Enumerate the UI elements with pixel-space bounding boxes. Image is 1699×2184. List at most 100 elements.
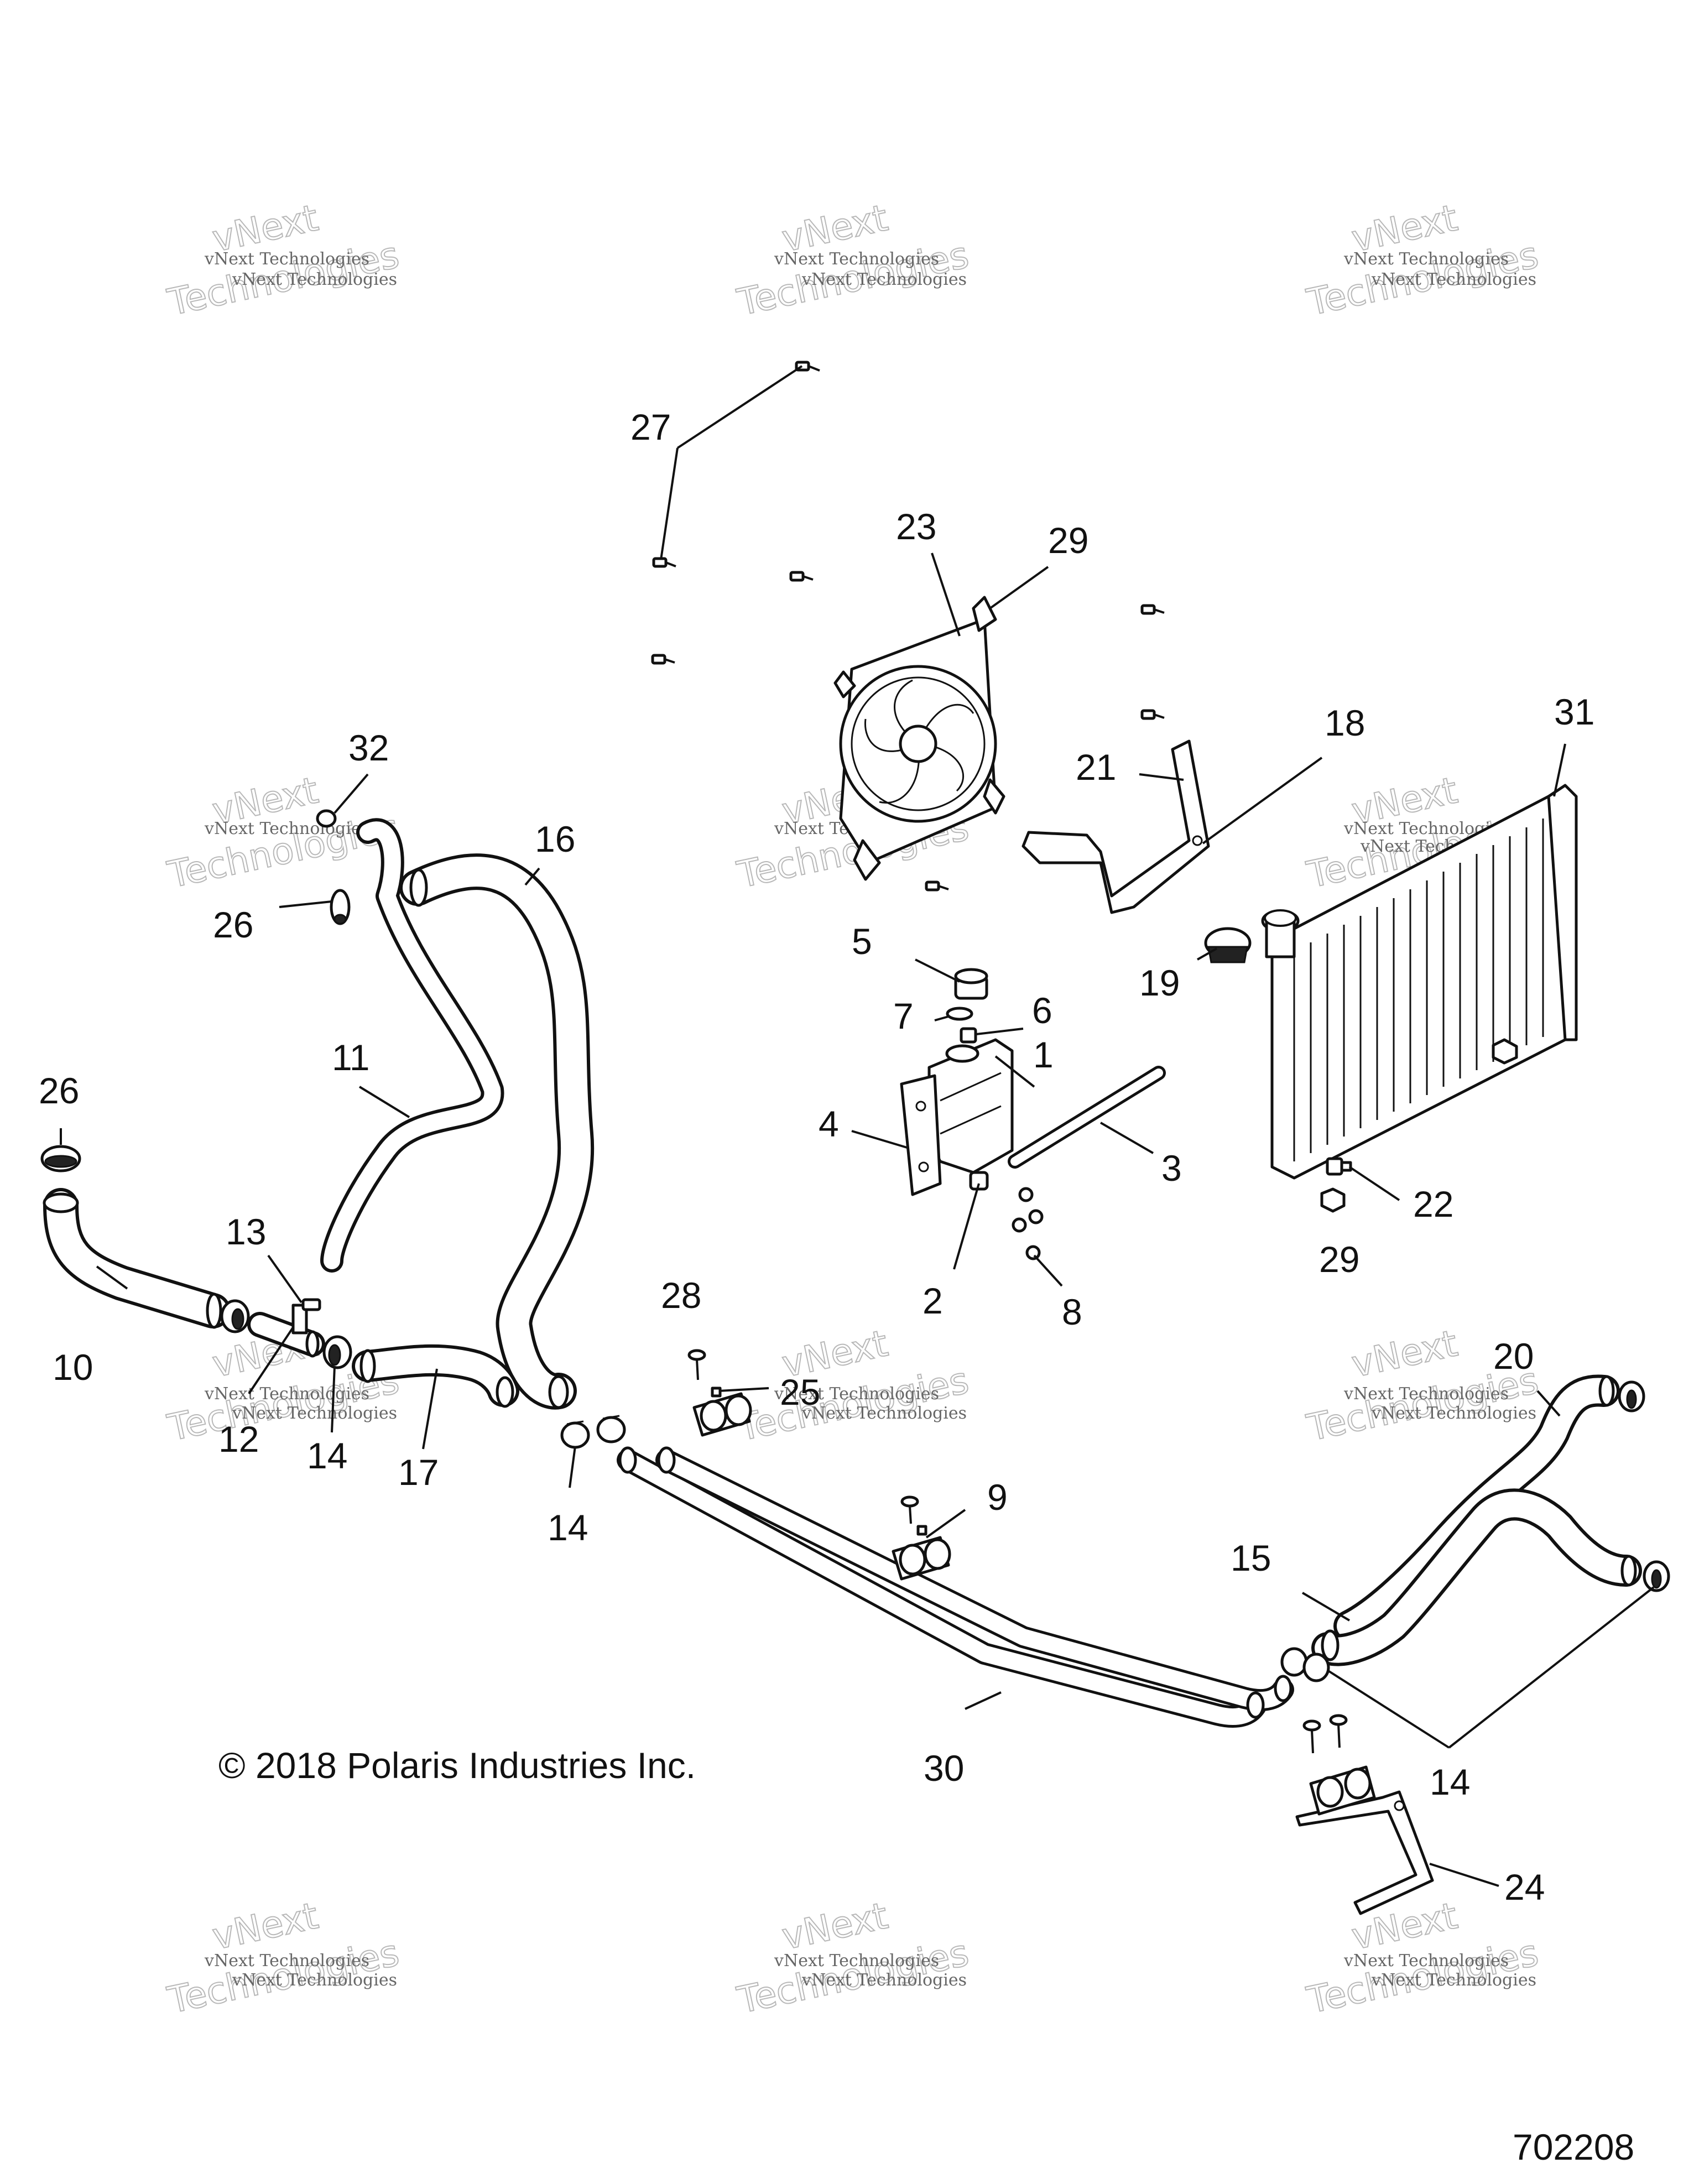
callout-21: 21: [1076, 747, 1116, 788]
callout-19: 19: [1139, 962, 1180, 1003]
callout-27: 27: [630, 406, 671, 447]
callout-14a: 14: [307, 1435, 347, 1476]
callout-6: 6: [1032, 990, 1052, 1031]
push-rivet: [1302, 1714, 1348, 1754]
callout-5: 5: [852, 921, 872, 962]
callout-10: 10: [53, 1347, 93, 1388]
callout-29b: 29: [1319, 1239, 1359, 1280]
svg-text:vNext Technologies: vNext Technologies: [204, 819, 369, 838]
watermark-11: Technologies vNext vNext Technologies vN…: [733, 1894, 973, 2023]
callout-30: 30: [924, 1748, 964, 1789]
svg-text:vNext Technologies: vNext Technologies: [1343, 1384, 1509, 1404]
tube-clip: [692, 1392, 752, 1437]
watermark-3: Technologies vNext vNext Technologies vN…: [1302, 196, 1542, 325]
svg-text:vNext Technologies: vNext Technologies: [774, 1384, 939, 1404]
bolt: [1140, 604, 1165, 615]
hose-small: [320, 818, 504, 1273]
callout-29a: 29: [1048, 520, 1088, 561]
watermark-10: Technologies vNext vNext Technologies vN…: [163, 1894, 403, 2023]
overflow-hose: [1008, 1066, 1166, 1169]
callout-15: 15: [1231, 1537, 1271, 1578]
callout-14c: 14: [1430, 1761, 1470, 1802]
callout-9: 9: [987, 1477, 1008, 1518]
coolant-tubes: [617, 1446, 1294, 1728]
svg-text:vNext Technologies: vNext Technologies: [801, 270, 967, 289]
push-rivet: [687, 1349, 706, 1380]
svg-text:vNext: vNext: [209, 1894, 322, 1958]
coolant-reservoir: [927, 1038, 1014, 1191]
bolt: [651, 654, 675, 665]
callout-4: 4: [819, 1103, 839, 1144]
svg-text:vNext Technologies: vNext Technologies: [801, 1404, 967, 1423]
watermark-12: Technologies vNext vNext Technologies vN…: [1302, 1894, 1542, 2023]
radiator: [1261, 784, 1578, 1180]
svg-text:vNext Technologies: vNext Technologies: [204, 1384, 369, 1404]
document-number: 702208: [1513, 2126, 1634, 2167]
watermark-8: Technologies vNext vNext Technologies vN…: [733, 1321, 973, 1450]
push-rivet: [900, 1495, 919, 1524]
callout-26a: 26: [213, 904, 253, 945]
nut: [1320, 1187, 1346, 1213]
svg-text:vNext Technologies: vNext Technologies: [232, 1971, 397, 1990]
callout-13: 13: [226, 1211, 266, 1252]
svg-text:vNext Technologies: vNext Technologies: [801, 1971, 967, 1990]
svg-text:vNext Technologies: vNext Technologies: [204, 1951, 369, 1971]
svg-text:vNext Technologies: vNext Technologies: [232, 1404, 397, 1423]
mounting-bracket: [1295, 1790, 1434, 1915]
hose-clamp: [40, 1145, 81, 1172]
tube-clip: [1309, 1765, 1376, 1816]
callout-11: 11: [332, 1037, 370, 1078]
hose-y: [1311, 1374, 1642, 1666]
reservoir-cap: [954, 968, 988, 1000]
svg-text:vNext Technologies: vNext Technologies: [1371, 270, 1536, 289]
tube-clip: [892, 1536, 951, 1581]
callout-2: 2: [923, 1280, 943, 1321]
callout-3: 3: [1161, 1148, 1182, 1189]
callout-23: 23: [896, 506, 936, 547]
bolt: [925, 880, 949, 892]
hose-clamp-small: [316, 809, 337, 828]
hose-curved: [352, 1344, 519, 1408]
svg-text:vNext Technologies: vNext Technologies: [1371, 1404, 1536, 1423]
svg-text:vNext Technologies: vNext Technologies: [204, 249, 369, 269]
screw-group: [1012, 1187, 1044, 1260]
hose-clamp: [1618, 1380, 1645, 1412]
hose-clamp-pair: [1280, 1647, 1330, 1682]
copyright-notice: © 2018 Polaris Industries Inc.: [218, 1745, 696, 1786]
hose-long: [399, 853, 595, 1410]
bolt: [1140, 709, 1165, 720]
callout-1: 1: [1033, 1034, 1054, 1075]
radiator-cap: [1204, 927, 1252, 963]
bleeder-fitting: [301, 1298, 321, 1311]
svg-text:vNext Technologies: vNext Technologies: [1371, 1971, 1536, 1990]
callout-26b: 26: [39, 1070, 79, 1111]
screw: [711, 1386, 722, 1398]
callout-28: 28: [661, 1275, 701, 1316]
radiator-bracket: [1022, 739, 1210, 914]
hose-clamp-pair: [560, 1415, 626, 1449]
drain-plug: [1326, 1157, 1352, 1176]
callout-16: 16: [535, 819, 575, 859]
callout-31: 31: [1554, 691, 1594, 732]
callout-8: 8: [1062, 1291, 1082, 1332]
callout-22: 22: [1413, 1184, 1453, 1224]
callout-labels: 1 2 3 4 5 6 7 8 9 10 11 12 13 14 14 14 1…: [39, 406, 1594, 1907]
svg-text:vNext: vNext: [1348, 1322, 1461, 1385]
callout-25: 25: [780, 1372, 820, 1412]
svg-text:vNext Technologies: vNext Technologies: [232, 270, 397, 289]
fan-shroud-assembly: [833, 596, 1005, 881]
seal: [946, 1007, 973, 1021]
svg-text:vNext Technologies: vNext Technologies: [1343, 249, 1509, 269]
bolt: [789, 571, 814, 582]
hose-clamp: [330, 889, 351, 925]
watermark-1: Technologies vNext vNext Technologies vN…: [163, 196, 403, 325]
leader-lines: [60, 365, 1655, 1887]
callout-18: 18: [1325, 702, 1365, 743]
nut: [1492, 1038, 1518, 1065]
fitting: [960, 1027, 977, 1044]
callout-17: 17: [398, 1452, 439, 1493]
callout-24: 24: [1504, 1867, 1545, 1907]
watermark-2: Technologies vNext vNext Technologies vN…: [733, 196, 973, 325]
svg-text:vNext: vNext: [778, 1894, 892, 1958]
